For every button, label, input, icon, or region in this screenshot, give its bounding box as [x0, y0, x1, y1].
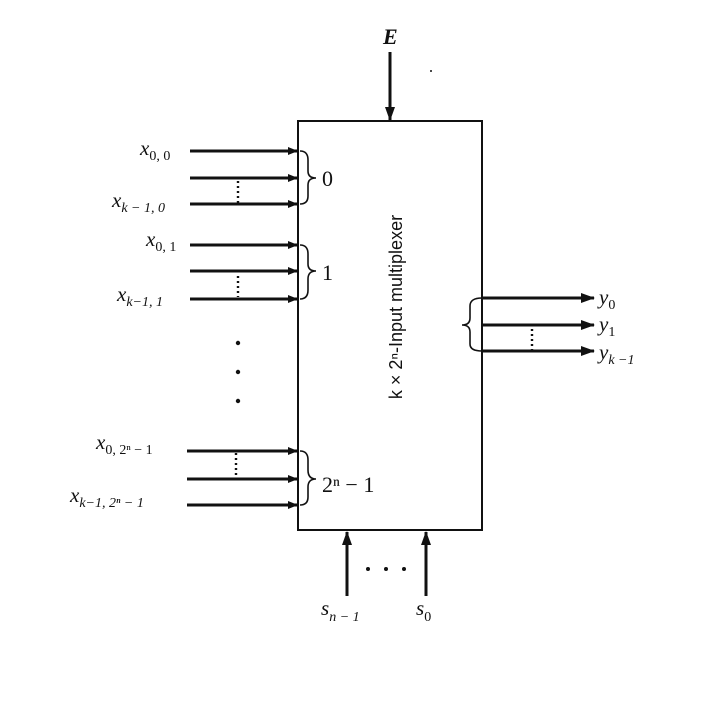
input-label-x0last: x0, 2ⁿ − 1 — [95, 430, 153, 458]
group-brace — [299, 150, 317, 205]
vertical-ellipsis — [235, 340, 241, 404]
input-label-xk11: xk−1, 1 — [116, 282, 163, 310]
input-label-x00: x0, 0 — [139, 136, 170, 164]
output-label-y1: y1 — [597, 312, 615, 340]
input-group-last: x0, 2ⁿ − 1 xk−1, 2ⁿ − 1 2ⁿ − 1 — [69, 430, 374, 511]
input-group-0: x0, 0 xk − 1, 0 0 — [111, 136, 333, 216]
input-label-x01: x0, 1 — [145, 227, 176, 255]
output-brace — [461, 297, 483, 352]
input-label-xk10: xk − 1, 0 — [111, 188, 165, 216]
group-index-label: 2ⁿ − 1 — [322, 472, 374, 497]
input-label-xk1last: xk−1, 2ⁿ − 1 — [69, 483, 144, 511]
select-label-sn1: sn − 1 — [321, 596, 360, 625]
output-label-y0: y0 — [597, 285, 615, 313]
group-index-label: 0 — [322, 166, 333, 191]
input-group-1: x0, 1 xk−1, 1 1 — [116, 227, 333, 310]
output-group: y0 y1 yk −1 — [461, 285, 635, 368]
select-label-s0: s0 — [416, 596, 431, 625]
select-group: sn − 1 s0 — [321, 531, 431, 625]
group-brace — [299, 244, 317, 300]
group-index-label: 1 — [322, 260, 333, 285]
speck — [430, 70, 432, 72]
block-title: k × 2ⁿ-Input multiplexer — [386, 215, 406, 399]
multiplexer-block — [297, 120, 483, 531]
output-label-yk1: yk −1 — [597, 340, 635, 368]
enable-label: E — [382, 24, 398, 49]
group-brace — [299, 450, 317, 506]
select-ellipsis — [366, 567, 406, 571]
